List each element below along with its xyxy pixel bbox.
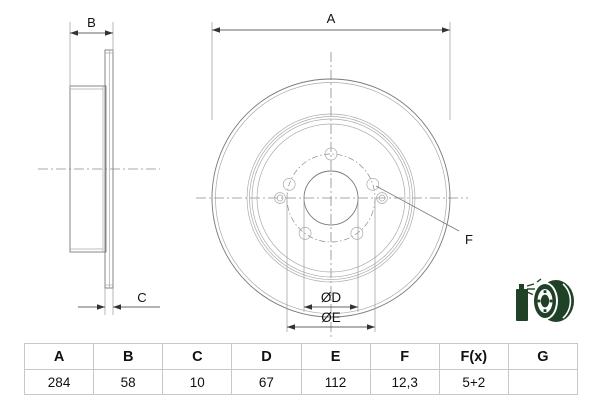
disc-outer-edge-circle: [215, 82, 447, 314]
dim-b-label: B: [87, 15, 96, 30]
table-cell-e: 112: [300, 369, 371, 395]
side-section-view: B C: [38, 15, 160, 315]
friction-band-inner-circle-3: [251, 118, 411, 278]
table-header-row: A B C D E F F(x) G: [23, 343, 579, 370]
table-header-g: G: [507, 343, 579, 370]
dim-a-arrow-left: [212, 27, 220, 33]
table-cell-a: 284: [23, 369, 95, 395]
locating-hole-right: [376, 192, 388, 204]
table-header-f: F: [369, 343, 440, 370]
bolt-hole-3: [350, 227, 364, 240]
table-row: 284 58 10 67 112 12,3 5+2: [23, 369, 579, 395]
dim-e-arrow-right: [367, 324, 375, 330]
bolt-hole-2: [366, 178, 380, 191]
bolt-hole-1: [324, 147, 338, 161]
table-header-e: E: [300, 343, 371, 370]
bolt-hole-5: [282, 178, 296, 191]
dim-f-leader-line: [375, 185, 460, 232]
spray-can-body: [516, 289, 528, 321]
icon-bolt-marks: [537, 290, 553, 312]
table-cell-d: 67: [231, 369, 302, 395]
table-header-d: D: [231, 343, 302, 370]
hat-outer-circle: [256, 123, 406, 273]
dim-c-arrow-right: [113, 304, 121, 310]
disc-outer-circle: [211, 78, 451, 318]
dim-d-arrow-left: [304, 304, 312, 310]
table-cell-c: 10: [162, 369, 233, 395]
front-face-view: A ØD ØE F: [196, 11, 473, 340]
table-cell-b: 58: [93, 369, 164, 395]
disc-ring-profile: [104, 49, 114, 289]
table-cell-f: 12,3: [369, 369, 440, 395]
dim-b-arrow-right: [105, 30, 113, 36]
table-header-a: A: [23, 343, 95, 370]
dim-e-arrow-left: [287, 324, 295, 330]
dim-d-arrow-right: [350, 304, 358, 310]
table-cell-fx: 5+2: [438, 369, 509, 395]
icon-disc-hub: [540, 294, 550, 308]
table-cell-g: [507, 369, 579, 395]
dim-a-label: A: [327, 11, 336, 26]
dim-b-arrow-left: [70, 30, 78, 36]
locating-hole-left: [274, 192, 286, 204]
dimension-c: C: [78, 288, 160, 315]
dimension-table: A B C D E F F(x) G 284 58 10 67 112 12,3…: [23, 343, 579, 395]
dim-d-label: ØD: [321, 290, 342, 305]
dimension-diameter-e: ØE: [286, 198, 376, 332]
table-header-c: C: [162, 343, 233, 370]
dim-e-label: ØE: [321, 310, 341, 325]
dimension-diameter-d: ØD: [303, 198, 359, 312]
friction-band-inner-circle-2: [249, 116, 413, 280]
dim-a-arrow-right: [442, 27, 450, 33]
table-header-b: B: [93, 343, 164, 370]
dim-f-label: F: [465, 232, 473, 247]
friction-band-inner-circle: [246, 113, 416, 283]
dim-c-arrow-left: [97, 304, 105, 310]
icon-disc-highlight: [562, 283, 572, 319]
hub-hat-profile: [69, 85, 107, 253]
dimension-a: A: [211, 11, 451, 120]
bolt-hole-4: [298, 227, 312, 240]
spray-can-nozzle: [519, 284, 524, 289]
coated-disc-icon: [516, 278, 574, 322]
dimension-b: B: [69, 15, 114, 88]
dim-c-label: C: [137, 290, 146, 305]
dimension-f-callout: F: [375, 185, 473, 247]
table-header-fx: F(x): [438, 343, 509, 370]
